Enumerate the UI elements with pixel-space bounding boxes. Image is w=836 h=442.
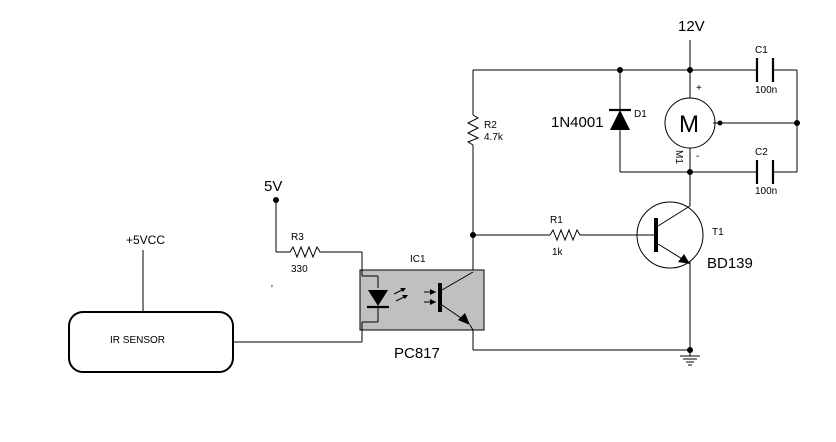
motor-ref-label: M1	[673, 150, 684, 164]
vcc-label: +5VCC	[126, 233, 165, 247]
ic-ref-label: IC1	[410, 254, 426, 265]
resistor-icon	[466, 114, 480, 146]
c1-ref-label: C1	[755, 45, 768, 56]
led-icon	[368, 290, 388, 306]
supply-5v-label: 5V	[264, 178, 282, 195]
junction-dots	[273, 67, 800, 353]
supply-12v-label: 12V	[678, 18, 705, 35]
d1-part-label: 1N4001	[551, 114, 604, 131]
capacitor-c2: C2 100n	[755, 147, 777, 197]
optocoupler-ic1: IC1 PC817	[359, 254, 485, 362]
ir-sensor: IR SENSOR	[68, 311, 234, 373]
ic-part-label: PC817	[394, 345, 440, 362]
motor-minus-label: -	[696, 151, 699, 162]
t1-ref-label: T1	[712, 227, 724, 238]
c1-value-label: 100n	[755, 85, 777, 96]
d1-ref-label: D1	[634, 109, 647, 120]
diode-d1: 1N4001 D1	[551, 108, 647, 131]
r2-ref-label: R2	[484, 120, 497, 131]
r3-value-label: 330	[291, 264, 308, 275]
c2-ref-label: C2	[755, 147, 768, 158]
ground-symbol	[680, 350, 700, 366]
resistor-icon	[289, 245, 322, 259]
stray-mark: '	[271, 284, 273, 295]
diode-icon	[610, 110, 630, 130]
r1-ref-label: R1	[550, 215, 563, 226]
ir-sensor-label: IR SENSOR	[110, 335, 165, 346]
motor-icon: M	[679, 111, 699, 138]
r3-ref-label: R3	[291, 232, 304, 243]
r2-value-label: 4.7k	[484, 132, 504, 143]
t1-part-label: BD139	[707, 255, 753, 272]
r1-value-label: 1k	[552, 247, 564, 258]
resistor-r1: R1 1k	[549, 215, 583, 258]
capacitor-c1: C1 100n	[755, 45, 777, 96]
c2-value-label: 100n	[755, 186, 777, 197]
resistor-icon	[549, 228, 583, 242]
transistor-t1: T1 BD139	[636, 198, 753, 272]
motor-m1: M + - M1	[664, 83, 720, 164]
motor-plus-label: +	[696, 83, 702, 94]
resistor-r3: R3 330	[289, 232, 322, 275]
resistor-r2: R2 4.7k	[466, 114, 504, 146]
wiring	[142, 40, 798, 351]
